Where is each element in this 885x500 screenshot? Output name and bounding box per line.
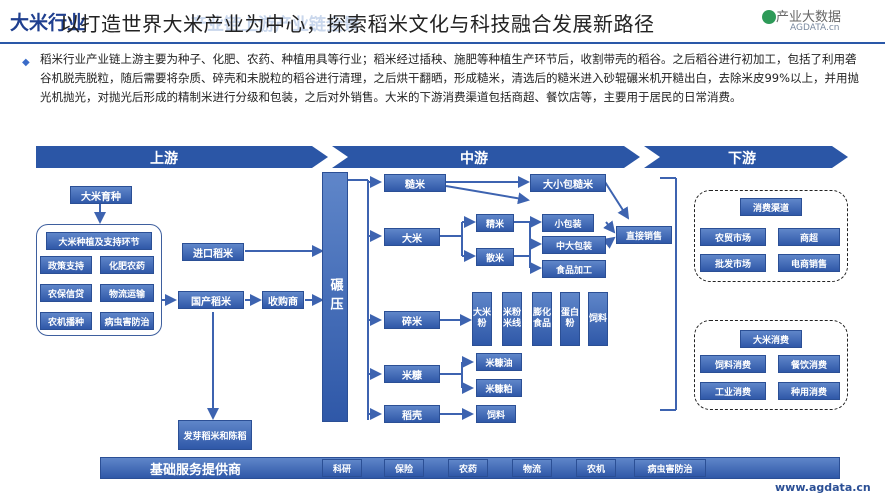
- bullet-icon: ◆: [22, 57, 30, 68]
- direct-sales-box: 直接销售: [616, 226, 672, 244]
- service-item: 物流: [512, 459, 552, 477]
- consumption-item: 种用消费: [778, 382, 840, 400]
- broken-product-box: 蛋白粉: [560, 292, 580, 346]
- header-faded-text: 产业链上游产业链全景: [190, 15, 360, 35]
- planting-item: 化肥农药: [100, 256, 154, 274]
- brand-logo-icon: [762, 10, 776, 24]
- brand-name: 产业大数据: [776, 10, 842, 25]
- service-item: 科研: [322, 459, 362, 477]
- channel-item: 电商销售: [778, 254, 840, 272]
- small-pack-brown-rice-box: 大小包糙米: [530, 174, 606, 192]
- planting-title: 大米种植及支持环节: [46, 232, 152, 250]
- broken-product-box: 米粉米线: [502, 292, 522, 346]
- consumption-item: 餐饮消费: [778, 355, 840, 373]
- service-item: 农药: [448, 459, 488, 477]
- header-divider: [0, 42, 885, 44]
- planting-item: 农保信贷: [40, 284, 92, 302]
- bran-box: 米糠: [384, 365, 440, 383]
- sprouted-rice-box: 发芽稻米和陈稻: [178, 420, 252, 450]
- planting-item: 病虫害防治: [100, 312, 154, 330]
- service-item: 农机: [576, 459, 616, 477]
- section-midstream-label: 中游: [460, 151, 488, 167]
- broken-product-box: 饲料: [588, 292, 608, 346]
- bulk-rice-box: 散米: [476, 248, 514, 266]
- planting-item: 农机播种: [40, 312, 92, 330]
- banner-downstream: [644, 146, 848, 168]
- domestic-rice-box: 国产稻米: [178, 291, 244, 309]
- banner-upstream: [36, 146, 328, 168]
- service-item: 病虫害防治: [634, 459, 706, 477]
- purchaser-box: 收购商: [262, 291, 304, 309]
- header-title: 大米行业: [10, 12, 87, 34]
- section-upstream-label: 上游: [150, 151, 178, 167]
- brand-url: AGDATA.cn: [790, 23, 840, 33]
- small-package-box: 小包装: [542, 214, 594, 232]
- planting-item: 物流运输: [100, 284, 154, 302]
- channels-title: 消费渠道: [740, 198, 802, 216]
- brown-rice-box: 糙米: [384, 174, 446, 192]
- bran-oil-box: 米糠油: [476, 353, 522, 371]
- broken-rice-box: 碎米: [384, 311, 440, 329]
- broken-product-box: 大米粉: [472, 292, 492, 346]
- planting-item: 政策支持: [40, 256, 92, 274]
- imported-rice-box: 进口稻米: [182, 243, 244, 261]
- section-downstream-label: 下游: [728, 151, 756, 167]
- broken-product-box: 膨化食品: [532, 292, 552, 346]
- footer-url: www.agdata.cn: [775, 481, 871, 494]
- services-title: 基础服务提供商: [150, 463, 242, 478]
- overlay-caption: 以打造世界大米产业为中心，探索稻米文化与科技融合发展新路径: [60, 12, 655, 36]
- consumption-item: 饲料消费: [700, 355, 766, 373]
- channel-item: 农贸市场: [700, 228, 766, 246]
- food-processing-box: 食品加工: [542, 260, 606, 278]
- consumption-title: 大米消费: [740, 330, 802, 348]
- channel-item: 商超: [778, 228, 840, 246]
- mid-large-pack-box: 中大包装: [542, 236, 606, 254]
- bran-meal-box: 米糠粕: [476, 379, 522, 397]
- channel-item: 批发市场: [700, 254, 766, 272]
- milling-box: 碾压: [322, 172, 348, 422]
- husk-box: 稻壳: [384, 405, 440, 423]
- feed-box: 饲料: [476, 405, 516, 423]
- consumption-item: 工业消费: [700, 382, 766, 400]
- refined-rice-box: 精米: [476, 214, 514, 232]
- rice-box: 大米: [384, 228, 440, 246]
- breeding-box: 大米育种: [70, 186, 132, 204]
- banner-midstream: [332, 146, 640, 168]
- intro-paragraph: 稻米行业产业链上游主要为种子、化肥、农药、种植用具等行业；稻米经过插秧、施肥等种…: [40, 52, 860, 104]
- service-item: 保险: [384, 459, 424, 477]
